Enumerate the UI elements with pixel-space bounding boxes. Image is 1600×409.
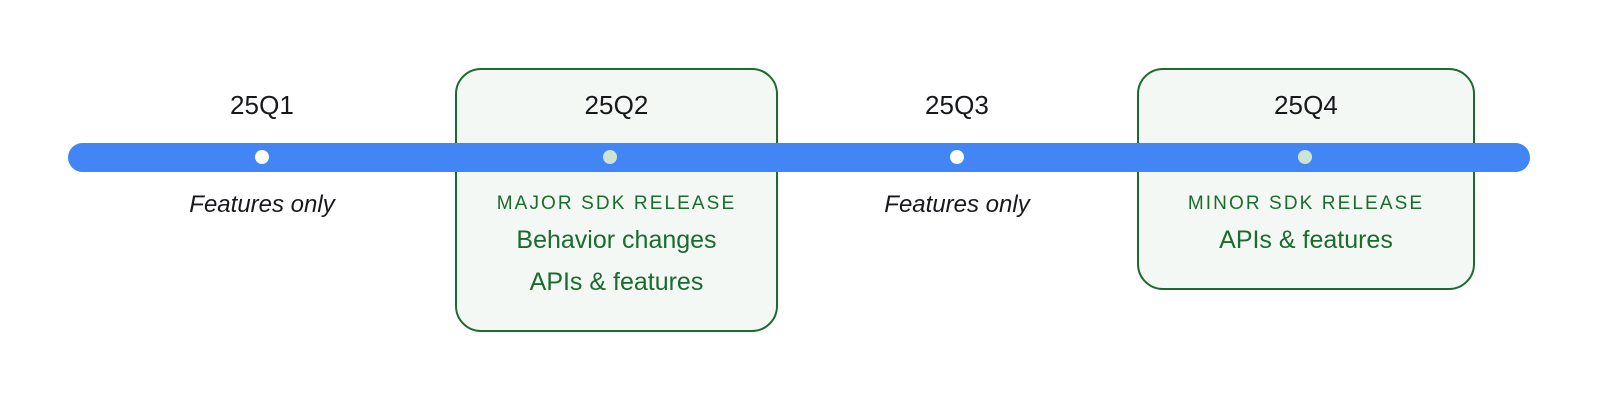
quarter-notes-25q4: MINOR SDK RELEASE APIs & features	[1137, 189, 1475, 261]
quarter-label-25q3: 25Q3	[924, 90, 989, 120]
milestone-dot-25q2	[603, 150, 617, 164]
quarter-label-25q1: 25Q1	[229, 90, 294, 120]
quarter-notes-25q1: Features only	[132, 189, 392, 221]
quarter-card-25q4	[1137, 68, 1475, 290]
release-note-25q1-0: Features only	[189, 191, 335, 218]
quarter-label-25q4: 25Q4	[1273, 90, 1338, 120]
timeline-rail	[68, 143, 1530, 172]
release-note-25q3-0: Features only	[884, 191, 1030, 218]
release-note-25q2-2: APIs & features	[529, 268, 704, 296]
milestone-dot-25q1	[255, 150, 269, 164]
release-heading-25q2-0: MAJOR SDK RELEASE	[496, 193, 737, 214]
release-heading-25q4-0: MINOR SDK RELEASE	[1187, 193, 1425, 214]
quarter-label-25q2: 25Q2	[584, 90, 649, 120]
release-note-25q4-1: APIs & features	[1219, 226, 1393, 254]
quarter-notes-25q3: Features only	[827, 189, 1087, 221]
quarter-card-25q2	[455, 68, 778, 332]
milestone-dot-25q4	[1298, 150, 1312, 164]
milestone-dot-25q3	[950, 150, 964, 164]
release-note-25q2-1: Behavior changes	[516, 226, 717, 254]
